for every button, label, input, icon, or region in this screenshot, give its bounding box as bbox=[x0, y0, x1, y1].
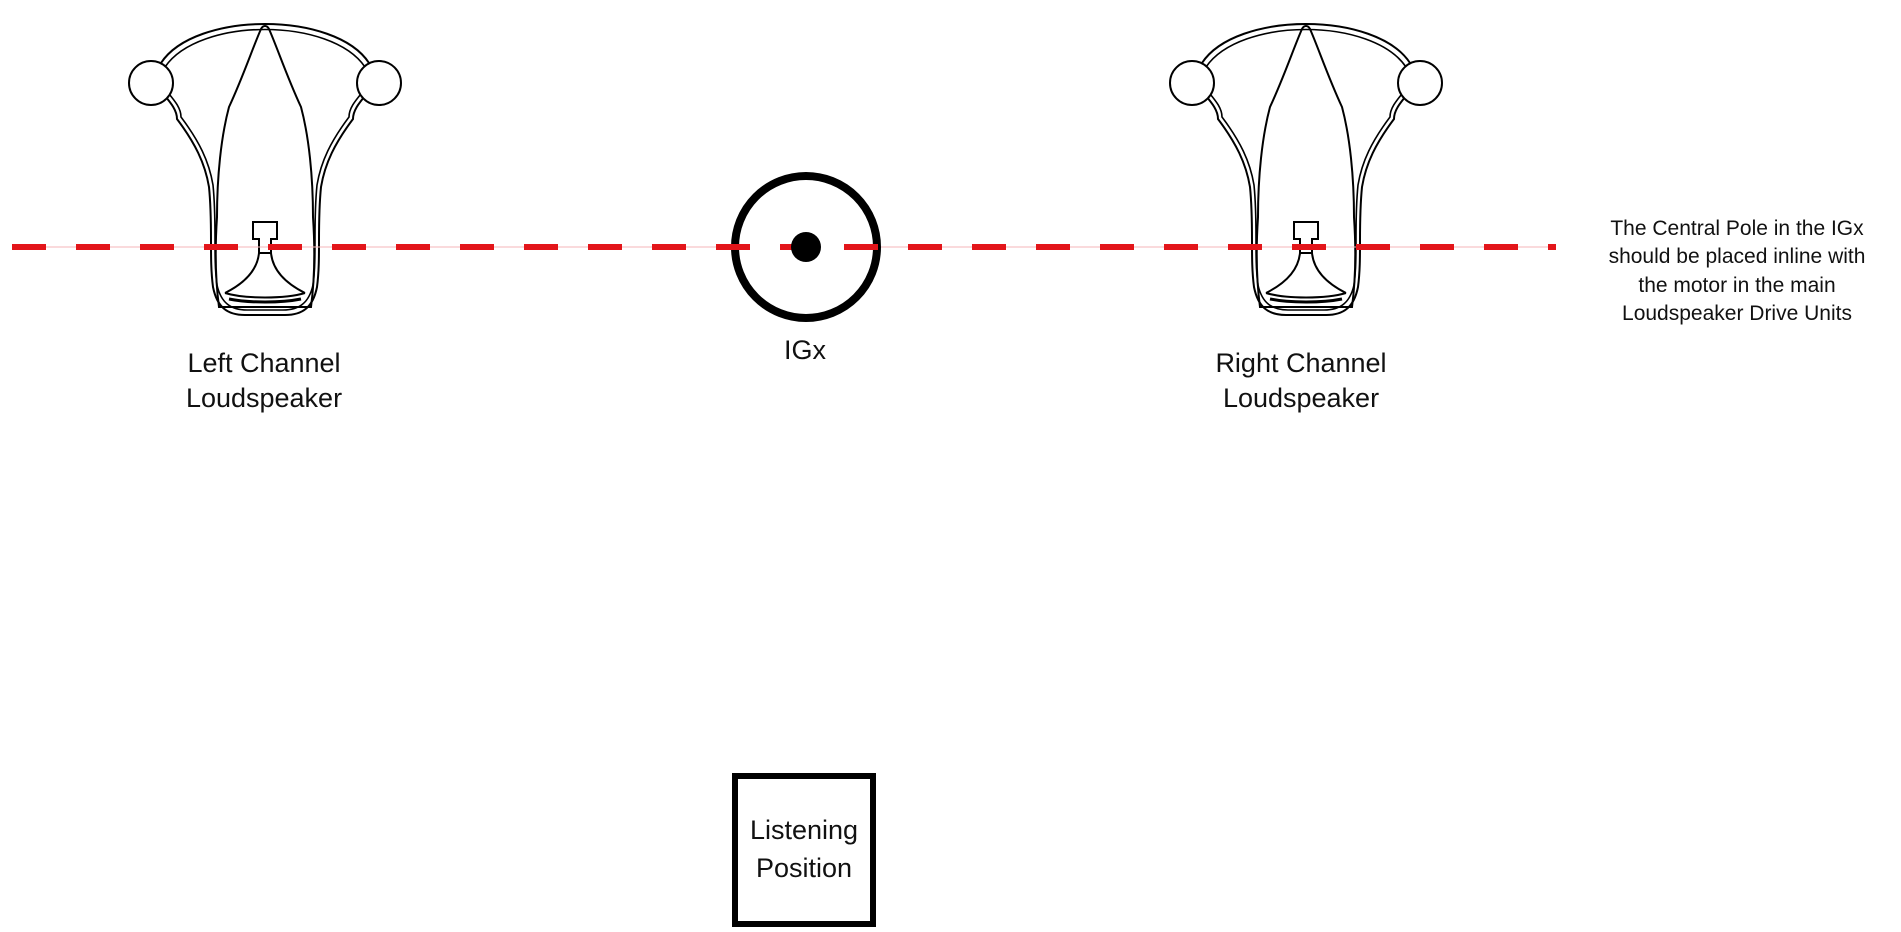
right-channel-loudspeaker bbox=[1168, 22, 1444, 317]
igx-label: IGx bbox=[783, 335, 826, 365]
note-line1: The Central Pole in the IGx bbox=[1610, 217, 1864, 240]
note-line2: should be placed inline with bbox=[1608, 245, 1866, 269]
left-label-line2: Loudspeaker bbox=[185, 383, 343, 414]
note-line4: Loudspeaker Drive Units bbox=[1622, 302, 1852, 326]
left-label-line1: Left Channel bbox=[187, 348, 341, 378]
note-line3: the motor in the main bbox=[1638, 273, 1836, 297]
listening-position-box: Listening Position bbox=[732, 773, 876, 927]
right-label-line2: Loudspeaker bbox=[1222, 383, 1380, 414]
listening-line1: Listening bbox=[749, 815, 859, 846]
left-channel-label: Left Channel Loudspeaker bbox=[114, 346, 414, 416]
left-channel-loudspeaker bbox=[127, 22, 403, 317]
placement-note: The Central Pole in the IGx should be pl… bbox=[1572, 215, 1901, 328]
right-label-line1: Right Channel bbox=[1215, 348, 1387, 378]
right-channel-label: Right Channel Loudspeaker bbox=[1151, 346, 1451, 416]
igx-central-pole bbox=[791, 232, 821, 262]
listening-line2: Position bbox=[755, 853, 853, 883]
